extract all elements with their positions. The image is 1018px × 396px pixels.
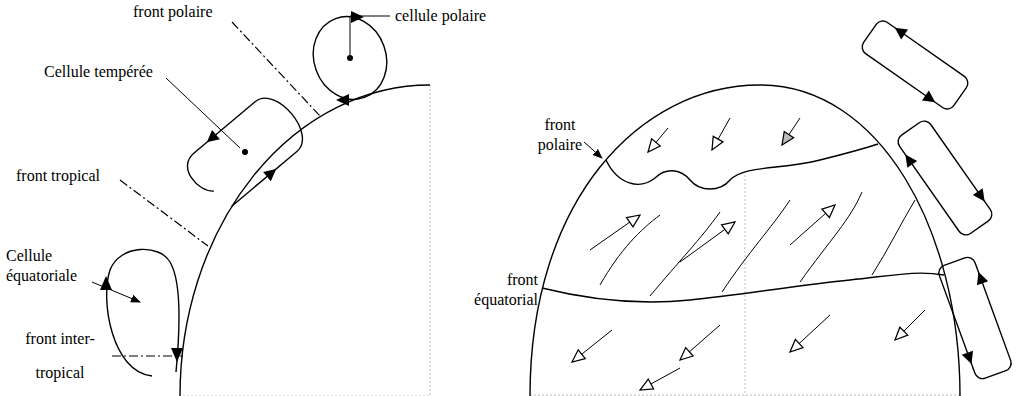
leader-line [350,16,390,55]
front-label: front polaire [133,2,213,22]
right-figure [530,13,1018,396]
globe-outline [530,85,960,396]
leader-line [166,78,240,148]
cell-box [856,13,975,117]
cell-box [931,253,1018,383]
polar-cell [302,6,398,110]
temperate-cell [176,84,316,219]
front-line [120,180,208,246]
front-label: front inter-tropical [5,322,115,390]
front-label: front équatorial [458,270,538,310]
cell-label: Cellule équatoriale [6,246,90,286]
front-line [232,22,320,116]
cell-label: cellule polaire [395,6,486,26]
earth-arc [180,85,430,396]
leader-arrow [92,282,140,302]
front-label: front polaire [530,115,590,155]
front-line [112,355,183,356]
front-label: front tropical [16,166,100,186]
polar-front [606,144,878,189]
cell-label: Cellule tempérée [44,62,153,82]
equatorial-front [542,273,944,302]
guide-line [180,85,430,396]
cell-box [890,115,1000,242]
equatorial-cell [107,249,179,376]
